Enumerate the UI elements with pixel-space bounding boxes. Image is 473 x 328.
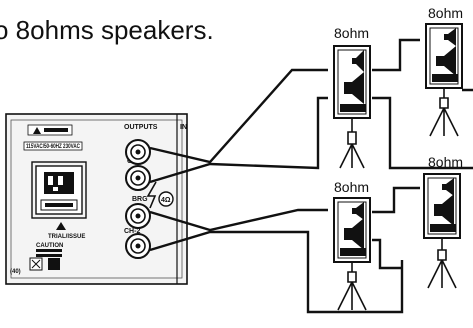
speaker-3: 8ohm <box>333 179 371 311</box>
top-pair-link-a <box>372 38 420 72</box>
speaker-4: 8ohm <box>423 154 463 289</box>
caution-label: CAUTION <box>36 243 63 249</box>
ch2-label: CH-2 <box>124 228 140 235</box>
speaker-1-stand-icon <box>339 118 365 169</box>
warning-triangle-icon <box>33 127 41 134</box>
ch2-cable-a <box>149 208 328 232</box>
speaker-3-driver-icon <box>352 202 364 220</box>
speaker-4-driver-icon <box>442 178 454 196</box>
ch1-upper-terminal <box>125 139 151 165</box>
bottom-pair-link-b <box>372 238 402 270</box>
speaker-4-stand-icon <box>427 238 457 289</box>
amplifier-rear-panel: OUTPUTS IN 115VAC/50-60HZ 230VAC TRIAL/I… <box>5 113 188 285</box>
heading-text: o 8ohms speakers. <box>0 15 214 45</box>
top-pair-link-b <box>372 88 473 170</box>
impedance-badge <box>158 191 174 207</box>
speaker-cables <box>149 38 473 314</box>
ac-power-inlet <box>31 161 87 219</box>
speaker-1: 8ohm <box>333 25 371 169</box>
speaker-2-driver-icon <box>444 28 456 46</box>
speaker-2-stand-icon <box>429 88 459 137</box>
ch1-lower-terminal <box>125 165 151 191</box>
ch2-upper-terminal <box>125 203 151 229</box>
ch1-cable-b <box>149 96 328 184</box>
ce-mark-icon <box>48 258 60 270</box>
ch2-lower-terminal <box>125 233 151 259</box>
speaker-4-label: 8ohm <box>428 154 463 170</box>
caution-triangle-icon <box>56 222 66 230</box>
ch2-cable-b <box>149 230 404 314</box>
bridge-bolt-icon <box>146 181 157 209</box>
ch1-cable-a <box>149 68 328 164</box>
bridge-label: BRG <box>132 196 148 203</box>
speaker-1-driver-icon <box>352 50 364 72</box>
voltage-label: 115VAC/50-60HZ 230VAC <box>26 144 80 150</box>
outputs-label: OUTPUTS <box>124 124 158 131</box>
speaker-3-label: 8ohm <box>334 179 369 195</box>
impedance-badge-text: 4Ω <box>161 197 171 204</box>
model-code: (40) <box>10 269 21 275</box>
warning-label: TRIAL/ISSUE <box>48 234 85 240</box>
bottom-pair-link-a <box>372 186 420 214</box>
speaker-2: 8ohm <box>425 5 463 137</box>
speaker-1-label: 8ohm <box>334 25 369 41</box>
speaker-2-label: 8ohm <box>428 5 463 21</box>
speaker-3-stand-icon <box>337 262 367 311</box>
input-label: IN <box>180 124 187 131</box>
